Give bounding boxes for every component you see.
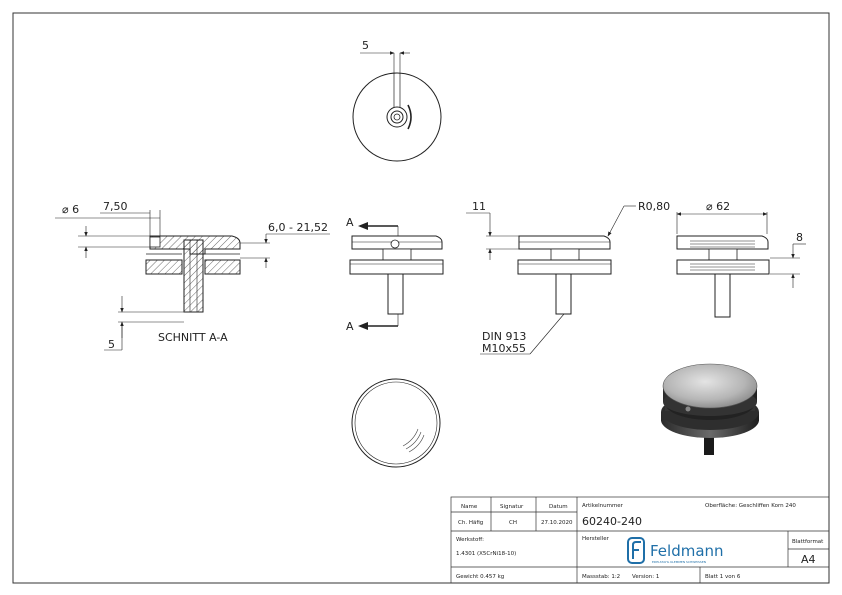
tb-blatt: Blatt 1 von 6 bbox=[705, 574, 741, 580]
tb-gewicht: Gewicht 0.457 kg bbox=[456, 574, 504, 580]
tb-oberflaeche: Oberfläche: Geschliffen Korn 240 bbox=[705, 503, 796, 509]
tb-blattformat: A4 bbox=[801, 553, 816, 566]
dim-radius: R0,80 bbox=[638, 200, 670, 213]
tb-blattformat-label: Blattformat bbox=[792, 539, 824, 545]
tb-header-signatur: Signatur bbox=[500, 504, 524, 510]
tb-name: Ch. Häfig bbox=[458, 520, 483, 526]
dim-diameter-small: ⌀ 6 bbox=[62, 203, 79, 216]
bottom-view bbox=[351, 378, 441, 468]
dim-offset: 7,50 bbox=[103, 200, 128, 213]
section-marker-bottom: A bbox=[346, 320, 354, 333]
title-block bbox=[450, 496, 830, 584]
tb-werkstoff: 1.4301 (X5CrNi18-10) bbox=[456, 551, 516, 557]
screw-spec-line2: M10x55 bbox=[482, 342, 526, 355]
screw-spec-line1: DIN 913 bbox=[482, 330, 526, 343]
side-view bbox=[466, 205, 636, 355]
front-view bbox=[349, 222, 444, 330]
dim-glass-range: 6,0 - 21,52 bbox=[268, 221, 328, 234]
tb-header-datum: Datum bbox=[549, 504, 568, 510]
tb-header-name: Name bbox=[461, 504, 478, 510]
isometric-render bbox=[661, 363, 759, 455]
tb-artikel: 60240-240 bbox=[582, 515, 642, 528]
tb-signatur: CH bbox=[509, 520, 517, 526]
section-view bbox=[55, 210, 330, 351]
tb-artikel-label: Artikelnummer bbox=[582, 503, 624, 509]
dim-cap-height: 11 bbox=[472, 200, 486, 213]
top-view bbox=[352, 51, 442, 162]
sheet-border bbox=[12, 12, 830, 584]
tb-brand: Feldmann bbox=[650, 542, 724, 560]
dim-gap: 8 bbox=[796, 231, 803, 244]
section-title: SCHNITT A-A bbox=[158, 331, 228, 344]
tb-version: Version: 1 bbox=[632, 574, 659, 580]
tb-datum: 27.10.2020 bbox=[541, 520, 573, 526]
tb-massstab: Massstab: 1:2 bbox=[582, 574, 620, 580]
section-marker-top: A bbox=[346, 216, 354, 229]
feldmann-logo-icon bbox=[627, 537, 645, 564]
dim-top-width: 5 bbox=[362, 39, 369, 52]
dim-diameter-large: ⌀ 62 bbox=[706, 200, 730, 213]
tb-hersteller-label: Hersteller bbox=[582, 536, 610, 542]
dim-section-depth: 5 bbox=[108, 338, 115, 351]
tb-brand-tagline: EDELSTAHL KLEMMEN SCHWEISSEN bbox=[652, 560, 706, 564]
right-view bbox=[676, 212, 806, 318]
tb-werkstoff-label: Werkstoff: bbox=[456, 537, 484, 543]
